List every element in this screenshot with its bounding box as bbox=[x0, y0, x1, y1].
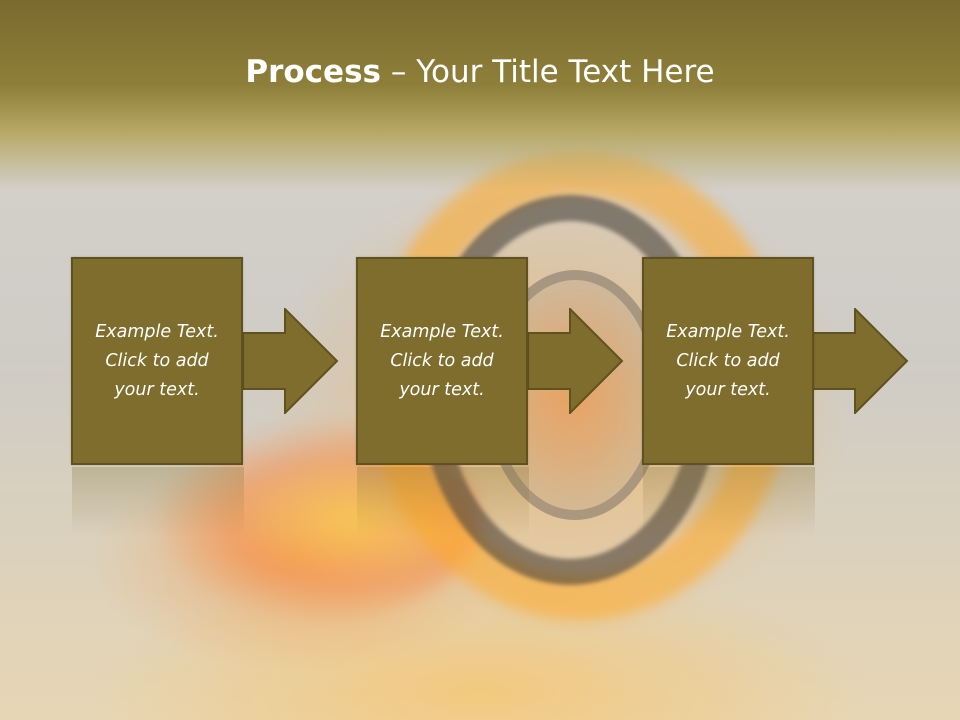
title-bar-background bbox=[0, 0, 960, 190]
title-rest: – Your Title Text Here bbox=[381, 54, 715, 90]
step-3-text[interactable]: Example Text. Click to add your text. bbox=[666, 321, 790, 400]
step-3-arrow bbox=[813, 308, 909, 414]
step-2-box[interactable]: Example Text. Click to add your text. bbox=[356, 257, 528, 465]
slide-title[interactable]: Process – Your Title Text Here bbox=[0, 54, 960, 90]
step-1-box[interactable]: Example Text. Click to add your text. bbox=[71, 257, 243, 465]
step-2-reflection bbox=[357, 467, 529, 537]
step-2-text[interactable]: Example Text. Click to add your text. bbox=[380, 321, 504, 400]
step-1-text[interactable]: Example Text. Click to add your text. bbox=[95, 321, 219, 400]
title-bold: Process bbox=[245, 54, 381, 90]
step-1-arrow bbox=[243, 308, 339, 414]
step-3-reflection bbox=[643, 467, 815, 537]
step-3-box[interactable]: Example Text. Click to add your text. bbox=[642, 257, 814, 465]
step-1-reflection bbox=[72, 467, 244, 537]
step-2-arrow bbox=[528, 308, 624, 414]
